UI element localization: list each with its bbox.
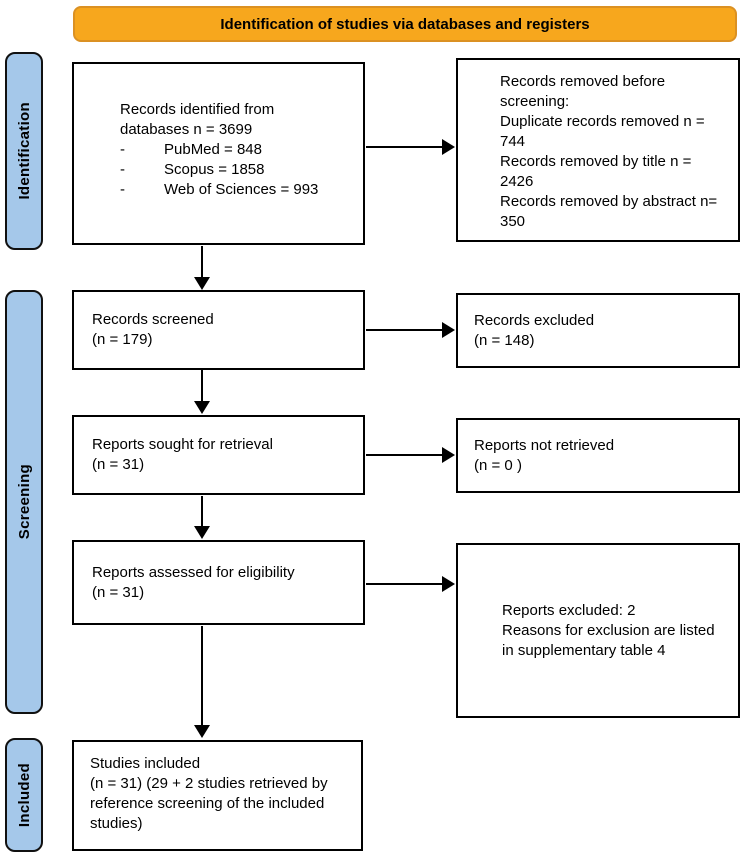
reports-sought-text: Reports sought for retrieval (n = 31): [92, 436, 273, 473]
stage-label-screening: Screening: [5, 290, 43, 714]
arrow-right-head: [442, 139, 455, 155]
arrow-shaft: [201, 496, 203, 528]
arrow-shaft: [366, 454, 444, 456]
source-item-web-of-sciences: - Web of Sciences = 993: [120, 180, 355, 200]
studies-included-text: Studies included (n = 31) (29 + 2 studie…: [90, 755, 328, 832]
source-label: Web of Sciences = 993: [164, 181, 319, 198]
arrow-identified-to-screened: [194, 246, 210, 290]
source-label: Scopus = 1858: [164, 161, 265, 178]
arrow-shaft: [366, 329, 444, 331]
diagram-title-banner: Identification of studies via databases …: [73, 6, 737, 42]
arrow-shaft: [201, 626, 203, 727]
arrow-identified-to-removed: [366, 139, 455, 155]
box-records-identified: Records identified from databases n = 36…: [72, 62, 365, 245]
box-records-excluded: Records excluded (n = 148): [456, 293, 740, 368]
source-label: PubMed = 848: [164, 141, 262, 158]
box-studies-included: Studies included (n = 31) (29 + 2 studie…: [72, 740, 363, 851]
stage-label-included: Included: [5, 738, 43, 852]
reports-assessed-text: Reports assessed for eligibility (n = 31…: [92, 563, 295, 601]
arrow-assessed-to-included: [194, 626, 210, 738]
arrow-right-head: [442, 447, 455, 463]
dash-bullet: -: [120, 181, 125, 198]
source-item-scopus: - Scopus = 1858: [120, 160, 355, 180]
box-reports-not-retrieved: Reports not retrieved (n = 0 ): [456, 418, 740, 493]
stage-label-identification: Identification: [5, 52, 43, 250]
reports-excluded-text: Reports excluded: 2 Reasons for exclusio…: [502, 601, 715, 659]
arrow-assessed-to-reports-excluded: [366, 576, 455, 592]
arrow-shaft: [366, 146, 444, 148]
dash-bullet: -: [120, 161, 125, 178]
box-reports-sought: Reports sought for retrieval (n = 31): [72, 415, 365, 495]
arrow-down-head: [194, 526, 210, 539]
source-item-pubmed: - PubMed = 848: [120, 140, 355, 160]
box-records-screened: Records screened (n = 179): [72, 290, 365, 370]
arrow-sought-to-assessed: [194, 496, 210, 539]
arrow-screened-to-sought: [194, 370, 210, 414]
arrow-down-head: [194, 401, 210, 414]
arrow-shaft: [201, 246, 203, 279]
arrow-down-head: [194, 725, 210, 738]
dash-bullet: -: [120, 141, 125, 158]
records-identified-intro: Records identified from databases n = 36…: [120, 101, 275, 138]
arrow-shaft: [201, 370, 203, 403]
stage-label-included-text: Included: [15, 762, 33, 828]
stage-label-screening-text: Screening: [15, 464, 33, 540]
arrow-screened-to-excluded: [366, 322, 455, 338]
records-excluded-text: Records excluded (n = 148): [474, 311, 595, 349]
arrow-right-head: [442, 576, 455, 592]
records-removed-text: Records removed before screening: Duplic…: [500, 73, 718, 230]
box-reports-assessed: Reports assessed for eligibility (n = 31…: [72, 540, 365, 625]
arrow-down-head: [194, 277, 210, 290]
arrow-shaft: [366, 583, 444, 585]
reports-not-retrieved-text: Reports not retrieved (n = 0 ): [474, 436, 615, 474]
records-screened-text: Records screened (n = 179): [92, 311, 214, 348]
diagram-title: Identification of studies via databases …: [220, 15, 590, 33]
box-records-removed: Records removed before screening: Duplic…: [456, 58, 740, 242]
arrow-right-head: [442, 322, 455, 338]
stage-label-identification-text: Identification: [15, 102, 33, 200]
arrow-sought-to-not-retrieved: [366, 447, 455, 463]
box-reports-excluded: Reports excluded: 2 Reasons for exclusio…: [456, 543, 740, 718]
